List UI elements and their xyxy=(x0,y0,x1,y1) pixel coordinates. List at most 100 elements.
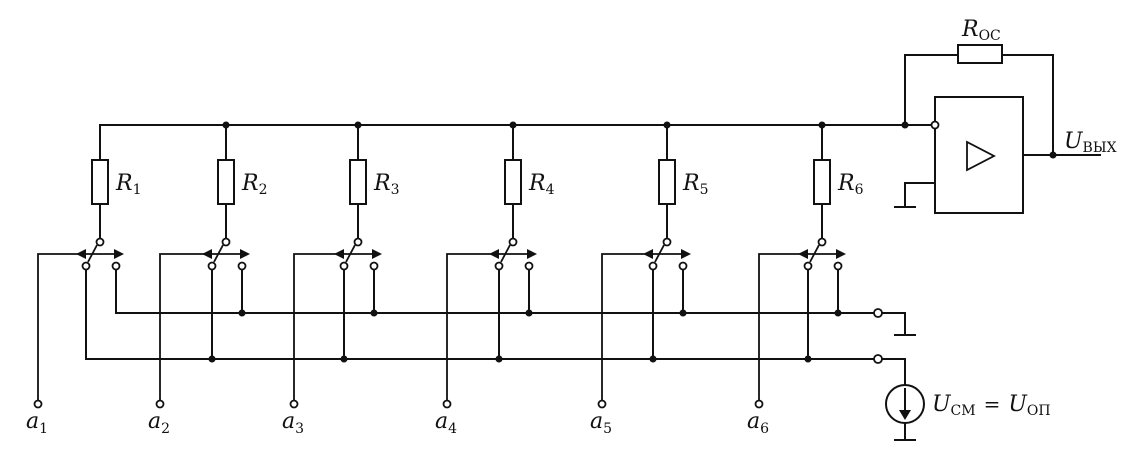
input-letter-2: a xyxy=(148,409,161,434)
resistor-label-3: R3 xyxy=(373,171,400,198)
ground-bus-wire xyxy=(881,312,906,336)
switch-contact-right-3 xyxy=(369,261,379,271)
input-sub-3: 3 xyxy=(295,421,304,437)
resistor-letter-3: R xyxy=(373,171,391,196)
switch-contact-right-4 xyxy=(524,261,534,271)
ground-junction-6 xyxy=(834,309,842,317)
input-letter-6: a xyxy=(747,409,760,434)
control-line-4 xyxy=(446,253,497,400)
switch-contact-right-1 xyxy=(111,261,121,271)
switch-contact-left-4 xyxy=(494,261,504,271)
reference-bus-wire xyxy=(881,358,906,385)
resistor-label-5: R5 xyxy=(682,171,709,198)
ground-junction-5 xyxy=(679,309,687,317)
switch-contact-right-6 xyxy=(833,261,843,271)
resistor-6 xyxy=(813,159,831,205)
resistor-letter-1: R xyxy=(115,171,133,196)
input-terminal-4 xyxy=(442,399,452,409)
resistor-3 xyxy=(349,159,367,205)
switch-contact-left-3 xyxy=(339,261,349,271)
feedback-wire-right xyxy=(1001,54,1054,156)
op-amp-triangle-icon xyxy=(966,140,996,172)
output-voltage-label: UВЫХ xyxy=(1064,129,1117,156)
control-line-2 xyxy=(159,253,210,400)
reference-bus-terminal xyxy=(873,354,883,364)
resistor-sub-1: 1 xyxy=(133,182,142,198)
input-sub-2: 2 xyxy=(161,421,170,437)
resistor-sub-5: 5 xyxy=(700,182,709,198)
reference-junction-3 xyxy=(340,355,348,363)
resistor-letter-2: R xyxy=(241,171,259,196)
resistor-2 xyxy=(217,159,235,205)
ground-junction-3 xyxy=(370,309,378,317)
input-label-5: a5 xyxy=(590,409,612,437)
input-label-3: a3 xyxy=(282,409,304,437)
reference-junction-2 xyxy=(208,355,216,363)
input-label-4: a4 xyxy=(435,409,457,437)
switch-contact-right-5 xyxy=(678,261,688,271)
resistor-label-6: R6 xyxy=(837,171,864,198)
reference-junction-6 xyxy=(804,355,812,363)
resistor-sub-3: 3 xyxy=(391,182,400,198)
resistor-letter-5: R xyxy=(682,171,700,196)
input-sub-6: 6 xyxy=(760,421,769,437)
output-junction xyxy=(1049,151,1057,159)
resistor-4 xyxy=(504,159,522,205)
switch-pivot-5 xyxy=(662,237,672,247)
switch-arrow-right-icon-3 xyxy=(372,249,382,259)
ground-junction-4 xyxy=(525,309,533,317)
input-letter-5: a xyxy=(590,409,603,434)
switch-arrow-right-icon-4 xyxy=(527,249,537,259)
resistor-1 xyxy=(91,159,109,205)
switch-pivot-6 xyxy=(817,237,827,247)
op-amp-ground-wire xyxy=(904,182,936,208)
input-letter-1: a xyxy=(26,409,39,434)
resistor-sub-6: 6 xyxy=(855,182,864,198)
switch-contact-right-2 xyxy=(237,261,247,271)
resistor-5 xyxy=(658,159,676,205)
reference-junction-4 xyxy=(495,355,503,363)
input-label-2: a2 xyxy=(148,409,170,437)
resistor-sub-2: 2 xyxy=(259,182,268,198)
resistor-letter-4: R xyxy=(528,171,546,196)
ground-junction-2 xyxy=(238,309,246,317)
input-sub-1: 1 xyxy=(39,421,48,437)
input-terminal-6 xyxy=(754,399,764,409)
input-terminal-1 xyxy=(33,399,43,409)
switch-arrow-right-icon-2 xyxy=(240,249,250,259)
resistor-letter-6: R xyxy=(837,171,855,196)
input-sub-5: 5 xyxy=(603,421,612,437)
switch-contact-left-1 xyxy=(81,261,91,271)
resistor-label-2: R2 xyxy=(241,171,268,198)
control-line-3 xyxy=(293,253,342,400)
resistor-label-1: R1 xyxy=(115,171,142,198)
op-amp-block xyxy=(934,96,1024,214)
op-amp-inverting-input xyxy=(930,120,940,130)
feedback-wire-left xyxy=(904,54,959,126)
switch-pivot-2 xyxy=(221,237,231,247)
feedback-resistor xyxy=(957,44,1003,64)
switch-contact-left-6 xyxy=(803,261,813,271)
control-line-5 xyxy=(601,253,651,400)
current-source-arrow-icon xyxy=(899,410,911,420)
source-voltage-label: UСМ=UОП xyxy=(932,392,1051,419)
switch-pivot-3 xyxy=(353,237,363,247)
input-label-1: a1 xyxy=(26,409,48,437)
feedback-resistor-label: RОС xyxy=(961,17,1001,44)
switch-arrow-right-icon-5 xyxy=(681,249,691,259)
resistor-label-4: R4 xyxy=(528,171,555,198)
input-terminal-2 xyxy=(155,399,165,409)
reference-junction-5 xyxy=(649,355,657,363)
ground-bus-terminal xyxy=(873,308,883,318)
switch-arrow-right-icon-6 xyxy=(836,249,846,259)
input-sub-4: 4 xyxy=(448,421,457,437)
input-label-6: a6 xyxy=(747,409,769,437)
input-letter-4: a xyxy=(435,409,448,434)
input-terminal-3 xyxy=(289,399,299,409)
switch-contact-left-5 xyxy=(648,261,658,271)
switch-contact-left-2 xyxy=(207,261,217,271)
input-terminal-5 xyxy=(597,399,607,409)
